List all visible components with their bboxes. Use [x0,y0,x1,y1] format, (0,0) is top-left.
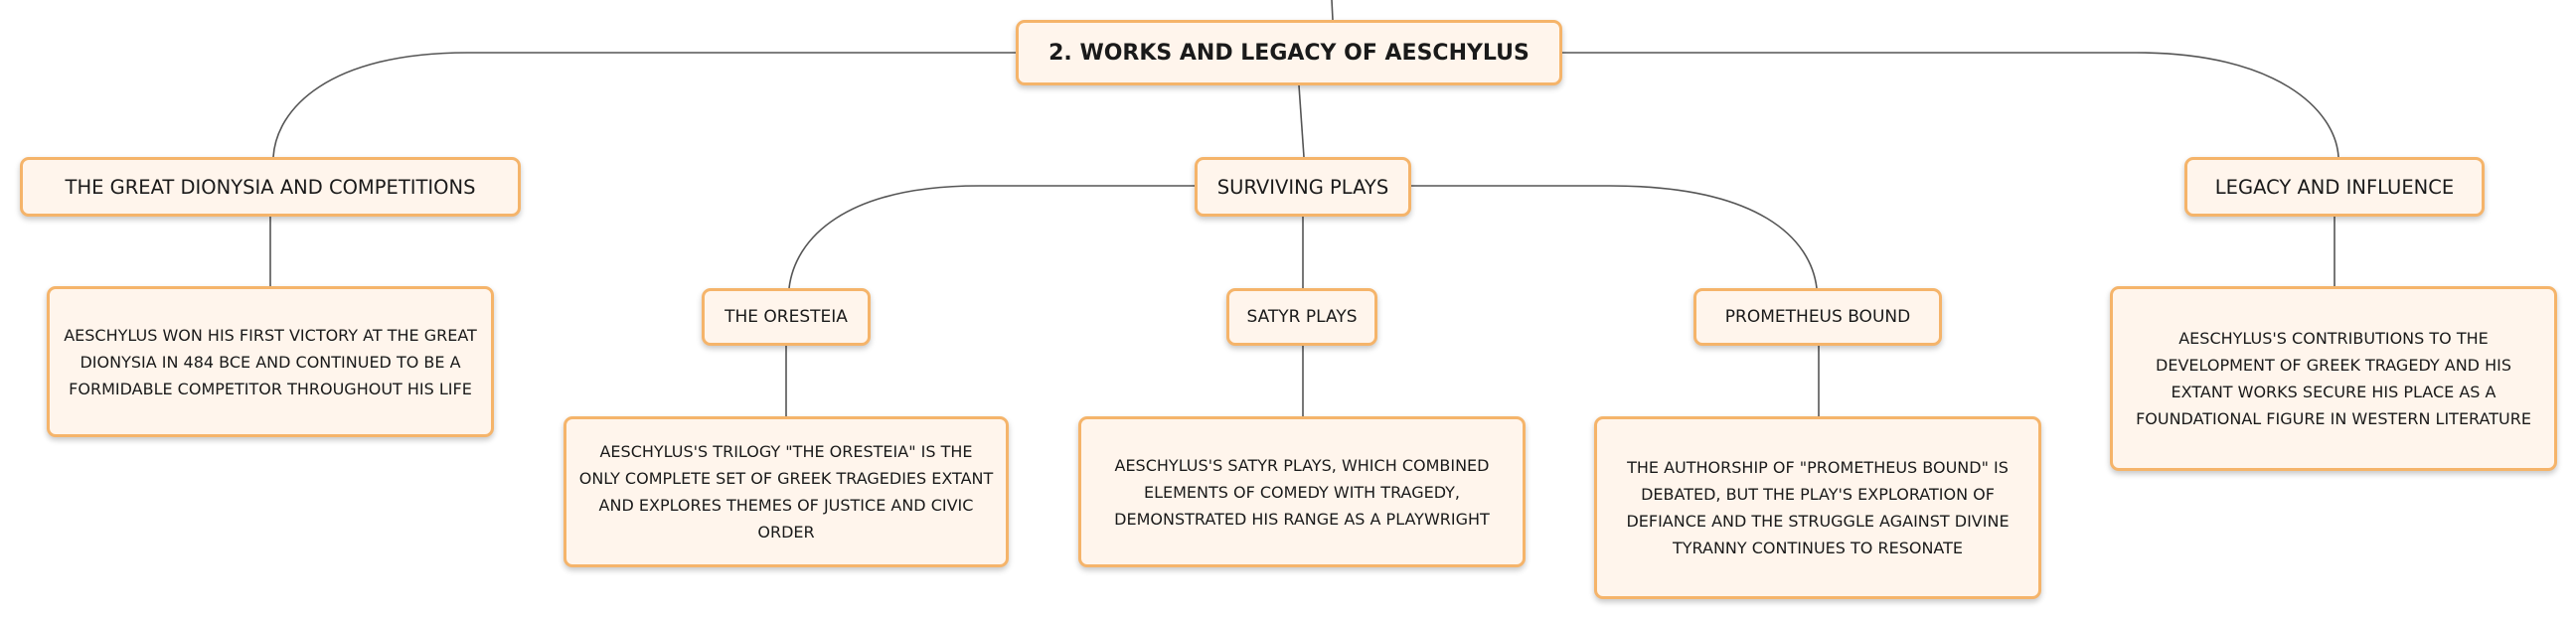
connector-root-surviving [1298,84,1305,158]
node-legacy[interactable]: LEGACY AND INFLUENCE [2184,157,2485,217]
node-oresteia[interactable]: THE ORESTEIA [702,288,871,346]
node-dionysia-label: THE GREAT DIONYSIA AND COMPETITIONS [65,175,476,199]
connector-root-dionysia [272,52,1016,158]
node-surviving-plays-label: SURVIVING PLAYS [1216,175,1389,199]
root-node[interactable]: 2. WORKS AND LEGACY OF AESCHYLUS [1016,20,1562,85]
node-satyr-plays-label: SATYR PLAYS [1246,307,1358,327]
node-dionysia[interactable]: THE GREAT DIONYSIA AND COMPETITIONS [20,157,521,217]
node-satyr-plays[interactable]: SATYR PLAYS [1226,288,1377,346]
connector-surviving-prometheus [1411,185,1818,289]
connector-surviving-oresteia [788,185,1195,289]
node-prometheus-label: PROMETHEUS BOUND [1724,307,1911,327]
node-prometheus-text[interactable]: THE AUTHORSHIP OF "PROMETHEUS BOUND" IS … [1594,416,2041,599]
node-satyr-text[interactable]: AESCHYLUS'S SATYR PLAYS, WHICH COMBINED … [1078,416,1526,567]
root-label: 2. WORKS AND LEGACY OF AESCHYLUS [1048,40,1530,66]
node-dionysia-text-label: AESCHYLUS WON HIS FIRST VICTORY AT THE G… [64,325,477,398]
node-dionysia-text[interactable]: AESCHYLUS WON HIS FIRST VICTORY AT THE G… [47,286,494,437]
node-oresteia-text-label: AESCHYLUS'S TRILOGY "THE ORESTEIA" IS TH… [578,442,994,542]
node-satyr-text-label: AESCHYLUS'S SATYR PLAYS, WHICH COMBINED … [1114,455,1490,529]
connector-incoming [1331,0,1334,21]
node-prometheus-text-label: THE AUTHORSHIP OF "PROMETHEUS BOUND" IS … [1626,458,2010,557]
node-legacy-text[interactable]: AESCHYLUS'S CONTRIBUTIONS TO THE DEVELOP… [2110,286,2557,471]
node-legacy-label: LEGACY AND INFLUENCE [2214,175,2455,199]
node-oresteia-label: THE ORESTEIA [724,307,848,327]
connector-root-legacy [1562,52,2339,158]
node-prometheus[interactable]: PROMETHEUS BOUND [1693,288,1942,346]
node-legacy-text-label: AESCHYLUS'S CONTRIBUTIONS TO THE DEVELOP… [2136,329,2531,428]
node-oresteia-text[interactable]: AESCHYLUS'S TRILOGY "THE ORESTEIA" IS TH… [564,416,1009,567]
node-surviving-plays[interactable]: SURVIVING PLAYS [1195,157,1411,217]
